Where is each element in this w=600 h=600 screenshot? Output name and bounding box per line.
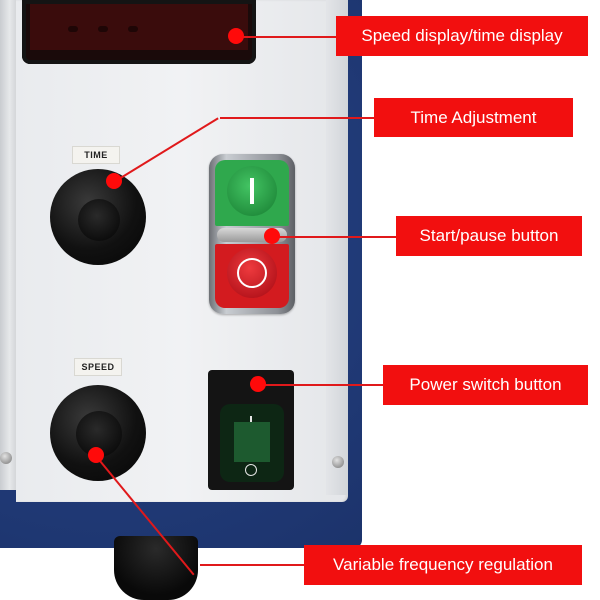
start-button[interactable] (215, 160, 289, 226)
time-knob-cap (78, 199, 120, 241)
screw-icon (0, 452, 12, 464)
housing-side-strip (0, 0, 16, 490)
marker-dot-start-pause (264, 228, 280, 244)
callout-time-adjustment: Time Adjustment (374, 98, 573, 137)
power-switch[interactable] (208, 370, 294, 490)
leader-line-display (236, 36, 340, 38)
stop-symbol-icon (237, 258, 267, 288)
callout-power-switch: Power switch button (383, 365, 588, 405)
power-switch-key[interactable] (220, 404, 284, 482)
marker-dot-power (250, 376, 266, 392)
control-panel-edge (326, 0, 348, 495)
marker-dot-speed (88, 447, 104, 463)
leader-line-vfr-h (200, 564, 306, 566)
speed-knob[interactable] (50, 385, 146, 481)
start-pause-button-housing (209, 154, 295, 314)
leader-line-start-pause (272, 236, 396, 238)
callout-variable-frequency: Variable frequency regulation (304, 545, 582, 585)
speed-label: SPEED (74, 358, 122, 376)
display-segment (98, 26, 108, 32)
display-segment (68, 26, 78, 32)
screw-icon (332, 456, 344, 468)
marker-dot-time (106, 173, 122, 189)
pause-button[interactable] (215, 244, 289, 308)
marker-dot-display (228, 28, 244, 44)
power-switch-window (234, 422, 270, 462)
callout-start-pause: Start/pause button (396, 216, 582, 256)
display-screen (30, 4, 248, 50)
start-button-lens (227, 166, 277, 216)
display-segment (128, 26, 138, 32)
callout-speed-time-display: Speed display/time display (336, 16, 588, 56)
pause-button-lens (227, 248, 277, 298)
leader-line-power (258, 384, 384, 386)
speed-time-display (22, 0, 256, 64)
leader-line-time-h (220, 117, 377, 119)
power-off-icon (245, 464, 257, 476)
time-knob[interactable] (50, 169, 146, 265)
device-foot (114, 536, 198, 600)
time-label: TIME (72, 146, 120, 164)
start-symbol-icon (250, 178, 254, 204)
